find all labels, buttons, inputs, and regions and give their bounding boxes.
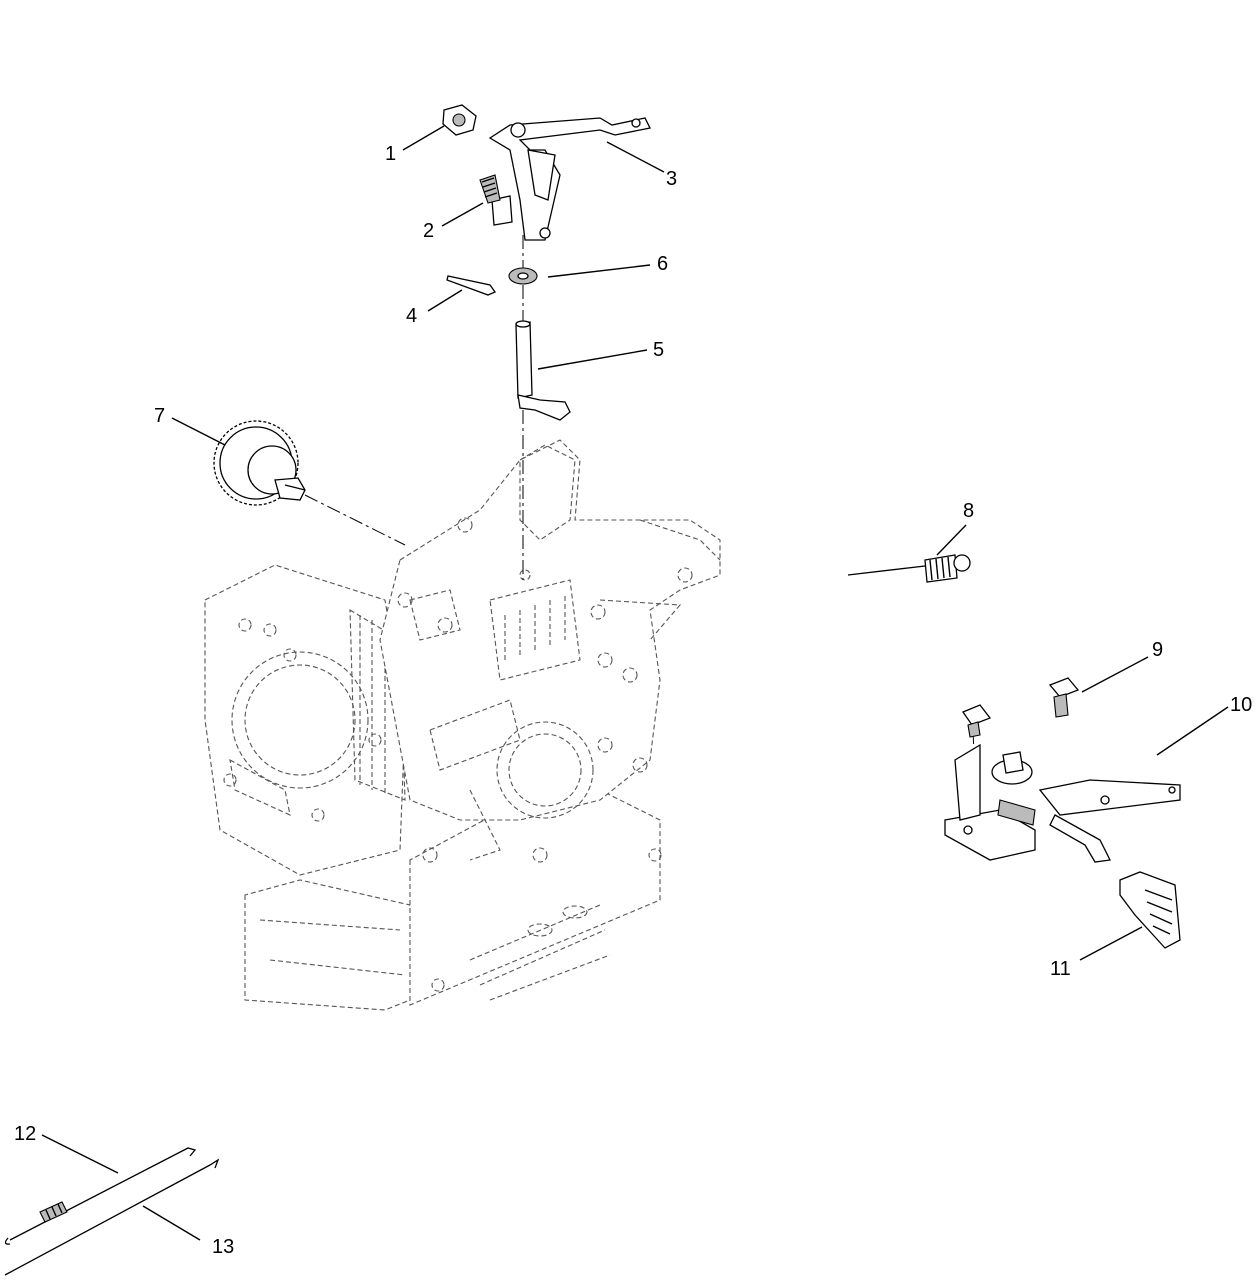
part-8-spring — [847, 554, 971, 583]
engine-block-phantom — [204, 439, 721, 1011]
part-12-13-link-rods — [4, 1147, 220, 1276]
part-1-nut — [442, 104, 477, 136]
callout-5: 5 — [653, 339, 664, 361]
callout-4: 4 — [406, 305, 417, 327]
callout-7: 7 — [154, 405, 165, 427]
callout-labels: 1 2 3 4 5 6 7 8 9 10 11 12 13 — [14, 143, 1252, 1258]
part-4-cotter-pin — [446, 275, 496, 296]
part-3-governor-arm — [488, 117, 651, 241]
part-10-control-bracket — [944, 704, 1181, 863]
leader-lines — [41, 125, 1229, 1241]
part-5-governor-shaft — [515, 320, 571, 421]
callout-2: 2 — [423, 220, 434, 242]
callout-11: 11 — [1050, 958, 1071, 980]
part-9-bolt — [1048, 677, 1080, 718]
callout-8: 8 — [963, 500, 974, 522]
callout-12: 12 — [14, 1123, 36, 1145]
part-7-governor-gear — [213, 420, 306, 506]
callout-13: 13 — [212, 1236, 234, 1258]
part-6-washer — [508, 267, 538, 285]
callout-9: 9 — [1152, 639, 1163, 661]
callout-1: 1 — [385, 143, 396, 165]
callout-3: 3 — [666, 168, 677, 190]
part-11-knob — [1119, 871, 1181, 949]
callout-10: 10 — [1230, 694, 1252, 716]
callout-6: 6 — [657, 253, 668, 275]
part-2-bolt — [479, 174, 513, 226]
